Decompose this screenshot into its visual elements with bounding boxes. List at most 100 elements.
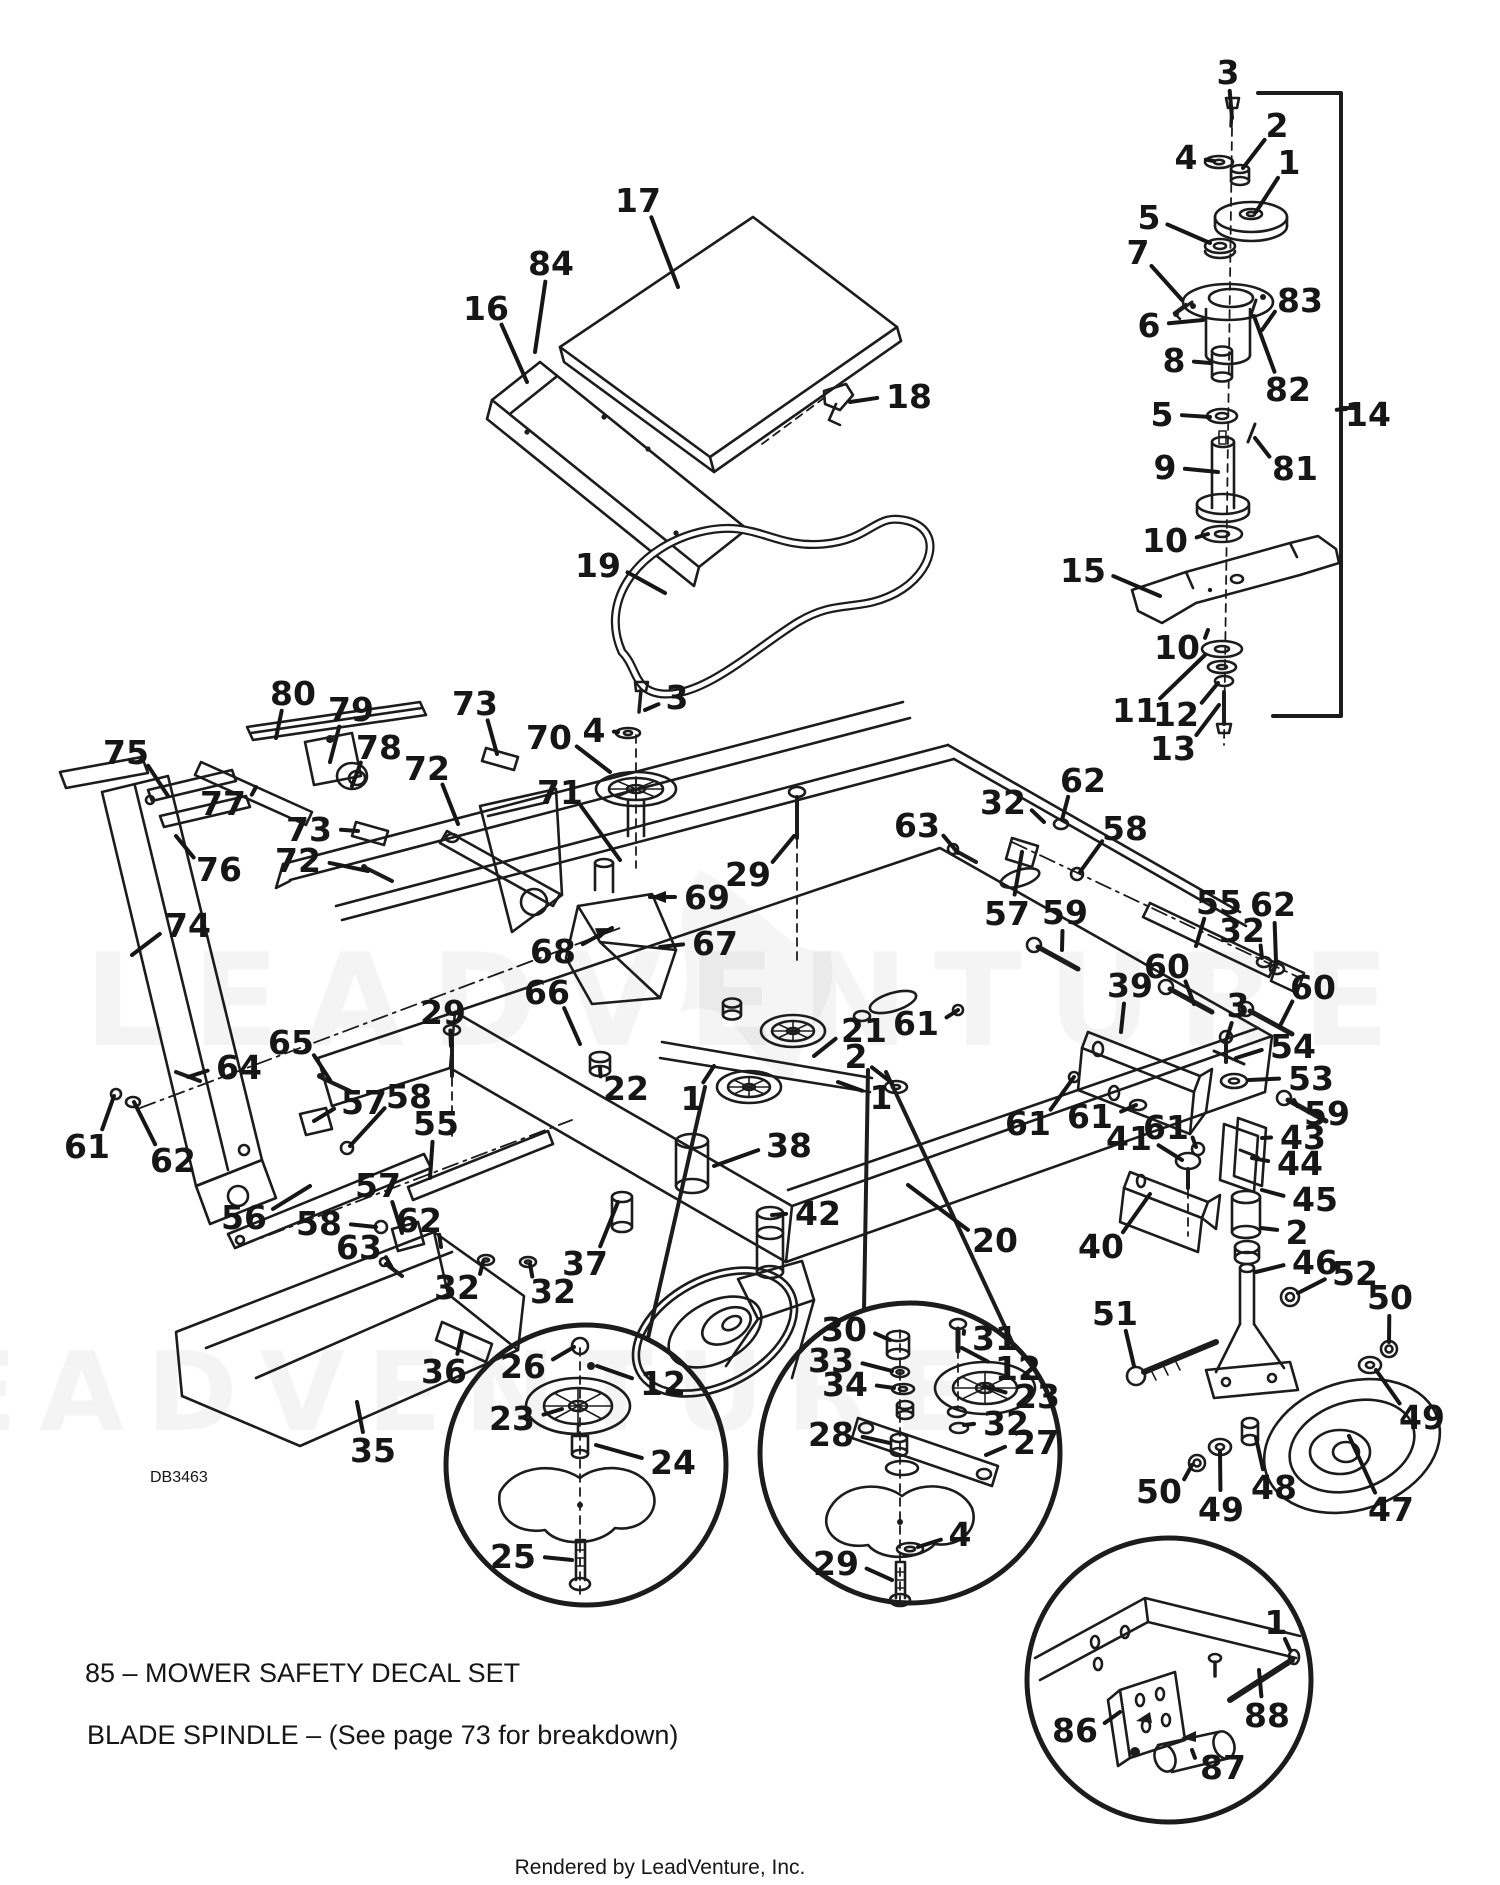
part-callout-12: 12	[640, 1364, 686, 1403]
leader-line-32	[1258, 943, 1264, 960]
part-callout-30: 30	[821, 1310, 867, 1349]
part-callout-58: 58	[1102, 809, 1148, 848]
watermark-text: LEADVENTURE	[0, 1328, 990, 1456]
part-callout-5: 5	[1138, 198, 1161, 237]
leader-line-83	[1260, 309, 1277, 332]
part-callout-35: 35	[350, 1431, 396, 1470]
part-callout-61: 61	[893, 1004, 939, 1043]
leader-line-78	[350, 760, 363, 788]
part-callout-10: 10	[1154, 628, 1200, 667]
leader-line-63	[941, 833, 960, 855]
leader-line-42	[770, 1211, 789, 1217]
leader-line-23	[541, 1407, 564, 1417]
leader-line-3	[643, 702, 661, 712]
part-callout-38: 38	[766, 1126, 812, 1165]
part-callout-77: 77	[200, 784, 246, 823]
part-callout-78: 78	[356, 728, 402, 767]
leader-line-61	[1190, 1135, 1198, 1149]
note-blade-spindle: BLADE SPINDLE – (See page 73 for breakdo…	[87, 1720, 678, 1750]
part-callout-18: 18	[886, 377, 932, 416]
part-callout-71: 71	[537, 773, 583, 812]
part-callout-54: 54	[1270, 1027, 1316, 1066]
part-callout-80: 80	[270, 674, 316, 713]
leader-line-30	[873, 1331, 892, 1342]
part-callout-29: 29	[420, 993, 466, 1032]
leader-line-59	[1292, 1098, 1300, 1109]
part-callout-24: 24	[650, 1443, 696, 1482]
hanger-bracket-71	[478, 787, 564, 934]
leader-line-7	[1149, 264, 1184, 302]
part-callout-58: 58	[386, 1077, 432, 1116]
part-callout-34: 34	[822, 1365, 868, 1404]
part-callout-23: 23	[1014, 1377, 1060, 1416]
leader-lines	[646, 1068, 1014, 1344]
leader-line-33	[860, 1361, 894, 1373]
part-callout-28: 28	[808, 1415, 854, 1454]
part-callout-8: 8	[1163, 341, 1186, 380]
leader-line-72	[440, 782, 460, 826]
part-callout-42: 42	[795, 1194, 841, 1233]
part-callout-56: 56	[221, 1198, 267, 1237]
part-top-cover	[558, 215, 903, 474]
part-callout-14: 14	[1345, 395, 1391, 434]
part-callout-9: 9	[1154, 448, 1177, 487]
leader-line-66	[562, 1006, 582, 1046]
footer-credit: Rendered by LeadVenture, Inc.	[515, 1856, 806, 1879]
part-callout-36: 36	[421, 1352, 467, 1391]
leader-line-13	[1194, 703, 1221, 738]
leader-line-12	[960, 1346, 990, 1364]
leader-line-10	[1194, 532, 1210, 540]
leader-line-54	[1234, 1047, 1264, 1060]
leader-line-57	[390, 1199, 404, 1235]
part-callout-32: 32	[1219, 911, 1265, 950]
part-callout-53: 53	[1288, 1059, 1334, 1098]
leader-line-45	[1260, 1188, 1286, 1198]
leader-line-25	[542, 1555, 574, 1562]
detail-circle-left	[443, 1322, 729, 1608]
leader-line-38	[712, 1148, 761, 1168]
leader-line-32	[962, 1421, 977, 1427]
part-callout-11: 11	[1112, 691, 1158, 730]
part-callout-52: 52	[1332, 1254, 1378, 1293]
part-callout-61: 61	[64, 1127, 110, 1166]
deck-pulley-cluster	[442, 785, 1206, 1157]
leader-line-35	[355, 1400, 365, 1434]
part-callout-20: 20	[972, 1221, 1018, 1260]
leader-line-88	[1257, 1668, 1264, 1699]
leader-line-49	[1374, 1368, 1402, 1406]
leader-line-72	[327, 860, 370, 873]
part-callout-63: 63	[336, 1228, 382, 1267]
leader-line-62	[132, 1100, 158, 1147]
leader-line-11	[1158, 653, 1207, 701]
part-callout-1: 1	[1265, 1603, 1288, 1642]
part-callout-84: 84	[528, 244, 574, 283]
leader-line-22	[598, 1066, 603, 1079]
leader-line-41	[1156, 1143, 1184, 1162]
left-linkage	[139, 927, 621, 1364]
part-callout-32: 32	[434, 1268, 480, 1307]
leader-line-32	[528, 1262, 535, 1279]
part-callout-70: 70	[526, 718, 572, 757]
part-callout-81: 81	[1272, 449, 1318, 488]
leader-line-39	[1119, 1001, 1126, 1034]
part-callout-21: 21	[841, 1011, 887, 1050]
leader-line-67	[658, 942, 686, 949]
figure-code: DB3463	[150, 1469, 208, 1486]
part-callout-66: 66	[524, 973, 570, 1012]
part-callout-60: 60	[1290, 968, 1336, 1007]
leader-line-58	[348, 1106, 387, 1148]
leader-line-63	[383, 1255, 394, 1270]
leader-line-71	[579, 804, 622, 862]
part-callout-72: 72	[275, 841, 321, 880]
detail-circle-rear-bracket	[1024, 1535, 1314, 1825]
part-callout-39: 39	[1107, 966, 1153, 1005]
part-callout-79: 79	[328, 690, 374, 729]
leader-line-2	[1241, 137, 1267, 170]
part-callout-4: 4	[583, 711, 606, 750]
part-callout-62: 62	[396, 1201, 442, 1240]
part-callout-65: 65	[268, 1023, 314, 1062]
leader-line-58	[1078, 839, 1105, 874]
part-callout-48: 48	[1251, 1468, 1297, 1507]
leader-line-70	[574, 744, 612, 774]
part-callout-1: 1	[1278, 143, 1301, 182]
